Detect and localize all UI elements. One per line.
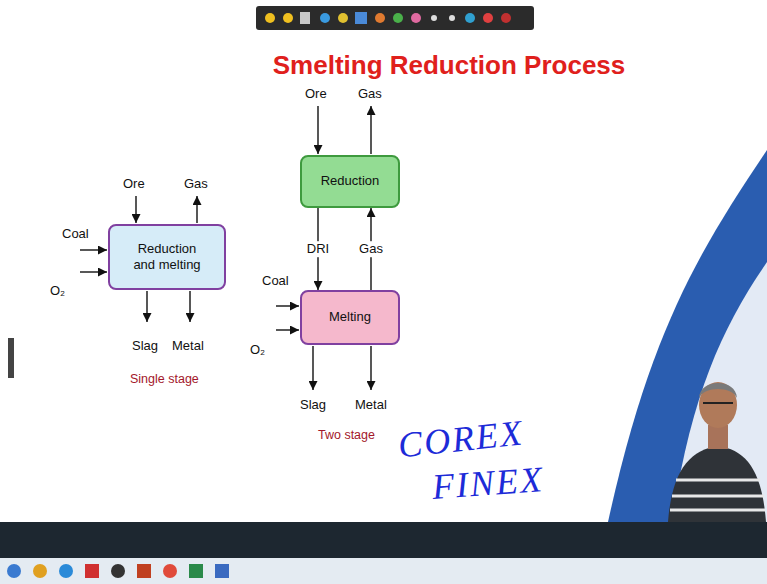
toolbar <box>256 6 534 30</box>
flow-label: Gas <box>357 241 385 257</box>
handwritten-note: FINEX <box>431 458 546 509</box>
reduction-box: Reduction <box>300 155 400 208</box>
toolbar-icon <box>375 13 385 23</box>
stream-label: Slag <box>300 397 326 413</box>
stream-label: Metal <box>172 338 204 354</box>
toolbar-icon <box>283 13 293 23</box>
toolbar-icon <box>265 13 275 23</box>
toolbar-icon <box>465 13 475 23</box>
toolbar-icon <box>300 12 310 24</box>
stream-arrow <box>370 106 371 154</box>
stage-caption: Single stage <box>130 372 199 387</box>
presenter-hair <box>699 383 737 398</box>
presenter-glasses <box>703 402 733 404</box>
node-label: Reduction and melting <box>131 241 203 274</box>
toolbar-icon <box>355 12 367 24</box>
stream-label: O₂ <box>250 342 265 358</box>
stream-label: O₂ <box>50 283 65 299</box>
toolbar-icon <box>338 13 348 23</box>
stream-arrow <box>370 346 371 390</box>
stream-label: Coal <box>262 273 289 289</box>
taskbar-icon <box>189 564 203 578</box>
toolbar-icon <box>431 15 437 21</box>
toolbar-icon <box>320 13 330 23</box>
taskbar-icon <box>215 564 229 578</box>
stream-arrow <box>189 291 190 322</box>
stream-arrow <box>312 346 313 390</box>
taskbar-icon <box>85 564 99 578</box>
stream-label: Gas <box>184 176 208 192</box>
stream-arrow <box>276 329 299 330</box>
presenter-body <box>668 446 766 522</box>
toolbar-icon <box>501 13 511 23</box>
presenter-neck <box>708 425 728 449</box>
stream-label: Metal <box>355 397 387 413</box>
stream-label: Coal <box>62 226 89 242</box>
slide-title: Smelting Reduction Process <box>0 50 767 81</box>
flow-label: DRI <box>305 241 331 257</box>
taskbar-icon <box>163 564 177 578</box>
toolbar-icon <box>411 13 421 23</box>
stream-label: Ore <box>123 176 145 192</box>
handwritten-note: COREX <box>396 412 526 468</box>
decor-swoosh <box>608 150 767 522</box>
stream-label: Ore <box>305 86 327 102</box>
process-box: Reduction and melting <box>108 224 226 290</box>
stage-caption: Two stage <box>318 428 375 443</box>
node-label: Melting <box>329 309 371 325</box>
taskbar <box>0 558 767 584</box>
stream-arrow <box>146 291 147 322</box>
stream-arrow <box>276 305 299 306</box>
taskbar-icon <box>33 564 47 578</box>
stream-label: Slag <box>132 338 158 354</box>
stream-arrow <box>196 196 197 223</box>
stream-label: Gas <box>358 86 382 102</box>
toolbar-icon <box>393 13 403 23</box>
side-widget <box>8 338 14 378</box>
sweater-stripes <box>670 480 765 510</box>
presenter-head <box>699 382 737 428</box>
node-label: Reduction <box>321 173 380 189</box>
toolbar-icon <box>483 13 493 23</box>
toolbar-icon <box>449 15 455 21</box>
melting-box: Melting <box>300 290 400 345</box>
taskbar-icon <box>59 564 73 578</box>
slide-bottom-bar <box>0 522 767 558</box>
taskbar-icon <box>7 564 21 578</box>
taskbar-icon <box>137 564 151 578</box>
stream-arrow <box>80 271 107 272</box>
taskbar-icon <box>111 564 125 578</box>
stream-arrow <box>317 106 318 154</box>
stream-arrow <box>135 196 136 223</box>
stream-arrow <box>80 249 107 250</box>
